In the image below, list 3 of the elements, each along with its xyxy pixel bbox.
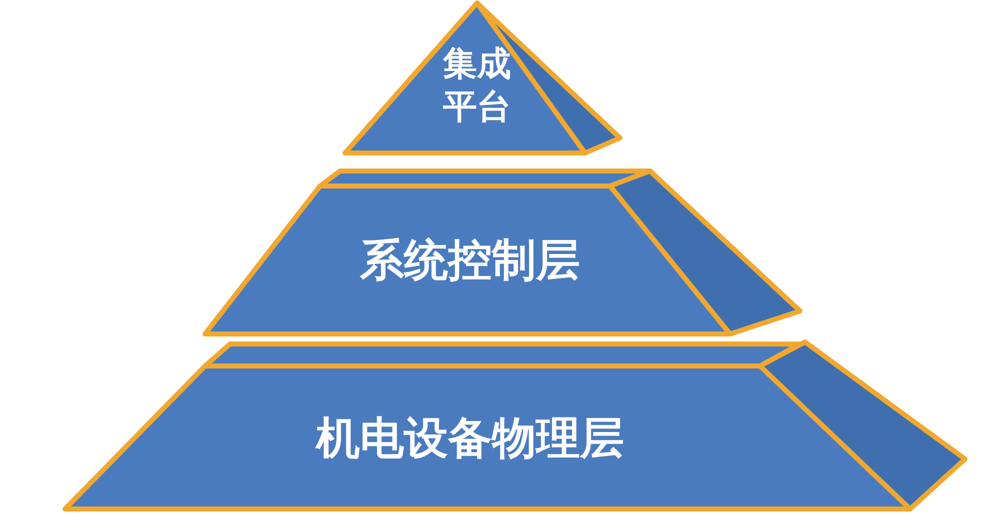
tier-label: 系统控制层 xyxy=(358,234,581,288)
tier-label: 集成平台 xyxy=(442,43,512,128)
tier-label: 机电设备物理层 xyxy=(314,412,625,466)
